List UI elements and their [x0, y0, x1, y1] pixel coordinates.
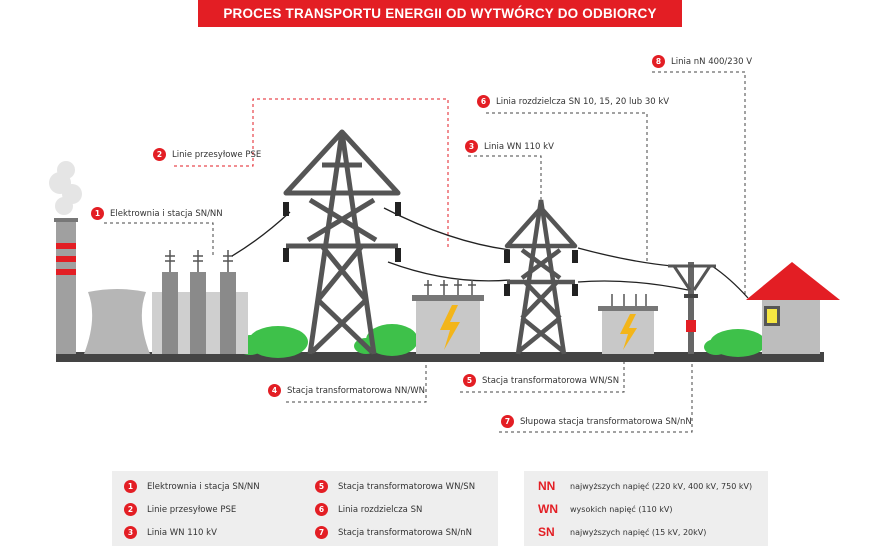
callout-label: Stacja transformatorowa WN/SN: [482, 375, 620, 386]
abbreviation: SN: [538, 525, 555, 539]
callout-number: 8: [652, 55, 665, 68]
callout-number: 3: [465, 140, 478, 153]
legend-label: Elektrownia i stacja SN/NN: [147, 481, 260, 492]
transformer-station-wn-sn: [598, 294, 658, 354]
callout-number: 5: [463, 374, 476, 387]
callout-label: Linie przesyłowe PSE: [172, 149, 262, 160]
leader-line-2: [174, 98, 449, 248]
callout-label: Elektrownia i stacja SN/NN: [110, 208, 223, 219]
switchyard-buildings: [152, 250, 248, 354]
callout-number: 1: [91, 207, 104, 220]
legend-label: Stacja transformatorowa SN/nN: [338, 527, 473, 538]
legend-number: 1: [124, 480, 137, 493]
high-voltage-pylon: [283, 129, 401, 355]
abbreviation: NN: [538, 479, 556, 493]
callout-number: 6: [477, 95, 490, 108]
callout-label: Linia nN 400/230 V: [671, 56, 753, 67]
abbreviations-panel: [524, 471, 768, 546]
callout-number: 7: [501, 415, 514, 428]
callout-power-plant: 1 Elektrownia i stacja SN/NN: [91, 207, 223, 220]
pole-transformer-sn-nn: [668, 262, 716, 354]
power-plant-chimney: [49, 161, 82, 354]
callout-wn-line: 3 Linia WN 110 kV: [465, 140, 554, 153]
leader-line-5: [460, 352, 625, 393]
legend-item: 3 Linia WN 110 kV: [124, 526, 217, 539]
abbreviation-item: SN najwyższych napięć (15 kV, 20kV): [538, 525, 706, 539]
legend-item: 6 Linia rozdzielcza SN: [315, 503, 422, 516]
house: [746, 262, 840, 354]
legend-label: Linie przesyłowe PSE: [147, 504, 237, 515]
callout-sn-line: 6 Linia rozdzielcza SN 10, 15, 20 lub 30…: [477, 95, 669, 108]
abbreviation-desc: najwyższych napięć (15 kV, 20kV): [570, 527, 707, 537]
legend-number: 6: [315, 503, 328, 516]
lightning-icon: [620, 314, 637, 350]
leader-line-7: [499, 362, 693, 433]
legend-label: Linia rozdzielcza SN: [338, 504, 423, 515]
legend-label: Linia WN 110 kV: [147, 527, 217, 538]
callout-number: 2: [153, 148, 166, 161]
callout-label: Stacja transformatorowa NN/WN: [287, 385, 426, 396]
ground-line: [56, 352, 824, 362]
legend-item: 5 Stacja transformatorowa WN/SN: [315, 480, 475, 493]
legend-item: 1 Elektrownia i stacja SN/NN: [124, 480, 260, 493]
callout-pole-station: 7 Słupowa stacja transformatorowa SN/nN: [501, 415, 692, 428]
legend-number: 3: [124, 526, 137, 539]
power-lines: [231, 207, 749, 299]
cooling-tower: [84, 289, 150, 354]
leader-line-8: [652, 71, 746, 296]
transformer-station-nn-wn: [412, 280, 484, 354]
legend-item: 7 Stacja transformatorowa SN/nN: [315, 526, 472, 539]
legend-item: 2 Linie przesyłowe PSE: [124, 503, 236, 516]
abbreviation: WN: [538, 502, 558, 516]
lightning-icon: [440, 305, 460, 350]
medium-voltage-pylon: [504, 199, 578, 355]
callout-nn-wn-station: 4 Stacja transformatorowa NN/WN: [268, 384, 425, 397]
callout-label: Linia WN 110 kV: [484, 141, 554, 152]
legend-label: Stacja transformatorowa WN/SN: [338, 481, 476, 492]
leader-line-3: [468, 155, 542, 200]
abbreviation-item: NN najwyższych napięć (220 kV, 400 kV, 7…: [538, 479, 752, 493]
legend-panel: [112, 471, 498, 546]
callout-number: 4: [268, 384, 281, 397]
callout-wn-sn-station: 5 Stacja transformatorowa WN/SN: [463, 374, 619, 387]
callout-pse-lines: 2 Linie przesyłowe PSE: [153, 148, 261, 161]
abbreviation-desc: najwyższych napięć (220 kV, 400 kV, 750 …: [570, 481, 753, 491]
abbreviation-item: WN wysokich napięć (110 kV): [538, 502, 673, 516]
legend-number: 7: [315, 526, 328, 539]
page-title: PROCES TRANSPORTU ENERGII OD WYTWÓRCY DO…: [198, 0, 682, 27]
legend-number: 2: [124, 503, 137, 516]
energy-transport-diagram: [49, 71, 840, 433]
callout-label: Linia rozdzielcza SN 10, 15, 20 lub 30 k…: [496, 96, 670, 107]
callout-nn-line: 8 Linia nN 400/230 V: [652, 55, 752, 68]
insulators: [283, 202, 401, 262]
callout-label: Słupowa stacja transformatorowa SN/nN: [520, 416, 692, 427]
leader-line-4: [286, 352, 427, 403]
leader-line-6: [486, 112, 648, 262]
leader-lines: [104, 71, 746, 433]
leader-line-1: [104, 222, 214, 258]
legend-number: 5: [315, 480, 328, 493]
abbreviation-desc: wysokich napięć (110 kV): [570, 504, 673, 514]
